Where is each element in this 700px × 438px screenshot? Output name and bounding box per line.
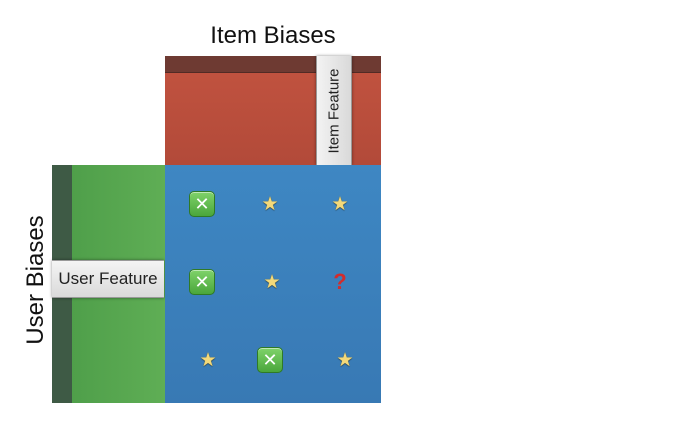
rating-cell: ?	[327, 269, 353, 295]
rating-cell: ★	[327, 191, 353, 217]
cross-icon: ✕	[189, 191, 215, 217]
item-feature-label: Item Feature	[325, 67, 343, 154]
user-feature-label: User Feature	[52, 260, 164, 298]
rating-cell: ✕	[189, 191, 215, 217]
rating-cell: ★	[257, 191, 283, 217]
star-icon: ★	[331, 193, 349, 215]
cross-icon: ✕	[189, 269, 215, 295]
rating-cell: ✕	[189, 269, 215, 295]
star-icon: ★	[261, 193, 279, 215]
question-mark-icon: ?	[333, 269, 347, 294]
rating-cell: ★	[195, 347, 221, 373]
cross-icon: ✕	[257, 347, 283, 373]
star-icon: ★	[336, 349, 354, 371]
rating-cell: ✕	[257, 347, 283, 373]
rating-matrix: ✕ ★ ★ ✕ ★ ? ★ ✕ ★	[165, 165, 381, 403]
item-biases-title: Item Biases	[210, 22, 336, 49]
rating-cell: ★	[259, 269, 285, 295]
user-biases-title-wrap: User Biases	[16, 200, 56, 360]
user-biases-title: User Biases	[22, 215, 49, 345]
star-icon: ★	[263, 271, 281, 293]
star-icon: ★	[199, 349, 217, 371]
rating-cell: ★	[332, 347, 358, 373]
item-feature-label-box: Item Feature	[316, 56, 352, 165]
